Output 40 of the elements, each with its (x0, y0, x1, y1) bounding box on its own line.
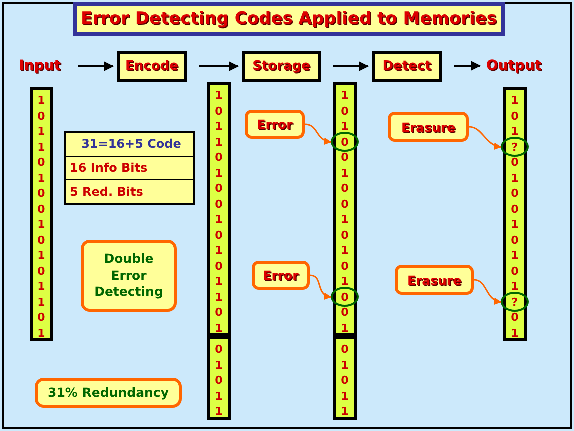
process-box: Storage (242, 51, 321, 82)
note-box: Double Error Detecting (81, 240, 177, 312)
arrow (474, 279, 502, 304)
callout-box: Erasure (388, 112, 469, 142)
bit-column (207, 336, 231, 420)
table-row: 16 Info Bits (66, 156, 193, 180)
highlight-circle (331, 287, 359, 308)
highlight-circle (501, 137, 529, 158)
arrow (78, 62, 114, 72)
arrow (304, 124, 332, 144)
callout-box: Error (252, 261, 310, 290)
arrow (199, 62, 239, 72)
table-row: 5 Red. Bits (66, 179, 193, 204)
bit-column (503, 87, 527, 341)
bit-sequence: 1 0 1 1 0 1 0 0 1 0 1 0 1 1 0 1 (215, 88, 223, 333)
bit-sequence: 1 0 1 1 0 1 0 0 1 0 1 0 1 1 0 1 (38, 93, 46, 338)
flow-label: Input (14, 54, 66, 78)
bit-sequence: 0 1 0 1 1 (215, 342, 223, 417)
bit-column (30, 87, 53, 341)
code-table (64, 131, 195, 205)
arrow (333, 62, 369, 72)
highlight-circle (501, 292, 529, 312)
bit-column (207, 82, 231, 336)
bit-sequence: 0 1 0 1 1 (341, 342, 349, 417)
table-row-text: 31=16+5 Code (80, 136, 182, 154)
process-box: Detect (372, 51, 442, 82)
bit-column (333, 82, 357, 336)
bit-column (333, 336, 357, 420)
slide-title: Error Detecting Codes Applied to Memories (73, 2, 505, 36)
bit-sequence: 1 0 1 ? 0 1 0 0 1 0 1 0 1 ? 0 1 (511, 93, 519, 338)
highlight-circle (331, 132, 359, 152)
callout-box: Erasure (395, 265, 474, 295)
arrow (454, 61, 481, 71)
note-box: 31% Redundancy (35, 378, 182, 408)
callout-box: Error (245, 110, 305, 139)
arrow (468, 126, 502, 150)
bit-sequence: 1 0 1 0 0 1 0 0 1 0 1 0 1 0 0 1 (341, 88, 349, 333)
arrow (310, 274, 332, 300)
process-box: Encode (117, 51, 187, 82)
flow-label: Output (484, 54, 544, 78)
